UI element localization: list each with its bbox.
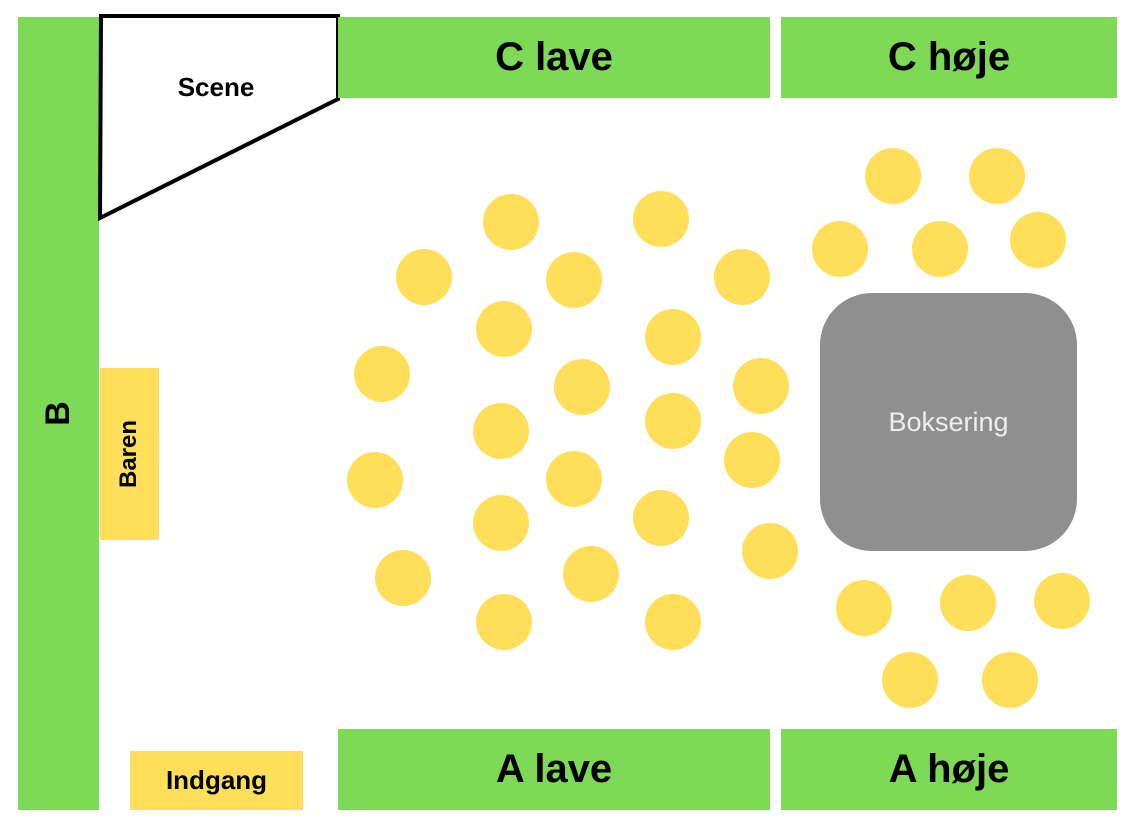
table — [645, 594, 701, 650]
table — [396, 249, 452, 305]
table — [1010, 212, 1066, 268]
table — [633, 191, 689, 247]
table — [940, 575, 996, 631]
table — [1034, 573, 1090, 629]
table — [633, 490, 689, 546]
table — [554, 359, 610, 415]
section-a-lave: A lave — [338, 729, 770, 810]
table — [473, 495, 529, 551]
boxing-ring-label: Boksering — [888, 406, 1009, 437]
table — [375, 550, 431, 606]
table — [912, 221, 968, 277]
section-c-lave: C lave — [338, 17, 770, 98]
bar: Baren — [100, 368, 159, 540]
boxing-ring: Boksering — [820, 293, 1077, 551]
table — [969, 148, 1025, 204]
stage — [97, 14, 340, 222]
table — [645, 393, 701, 449]
table — [473, 403, 529, 459]
table — [724, 432, 780, 488]
table — [476, 301, 532, 357]
table — [483, 194, 539, 250]
section-a-hoje: A høje — [781, 729, 1117, 810]
table — [354, 346, 410, 402]
table — [347, 452, 403, 508]
table — [645, 309, 701, 365]
table — [865, 148, 921, 204]
table — [812, 221, 868, 277]
table — [563, 546, 619, 602]
bar-label: Baren — [115, 419, 143, 489]
section-b: B — [18, 17, 99, 810]
table — [476, 594, 532, 650]
table — [546, 252, 602, 308]
table — [836, 580, 892, 636]
table — [546, 451, 602, 507]
stage-label: Scene — [177, 72, 255, 102]
table — [742, 523, 798, 579]
table — [733, 358, 789, 414]
table — [714, 249, 770, 305]
table — [982, 652, 1038, 708]
entrance: Indgang — [130, 751, 303, 810]
section-c-hoje: C høje — [781, 17, 1117, 98]
table — [882, 652, 938, 708]
